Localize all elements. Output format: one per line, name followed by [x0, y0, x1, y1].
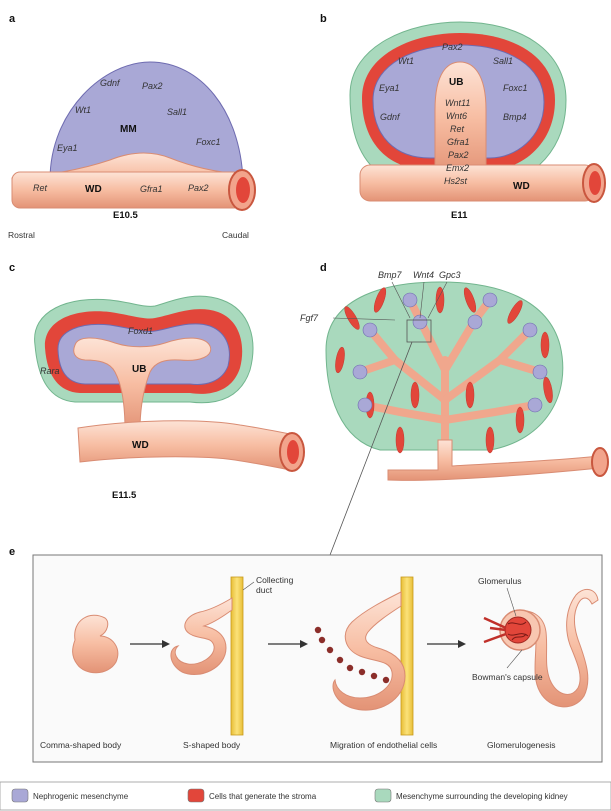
wd-label: WD [132, 440, 149, 451]
nephrogenic-cap [528, 398, 542, 412]
gene-label: Eya1 [57, 143, 78, 153]
gene-label: Pax2 [188, 183, 209, 193]
endothelial-cell [315, 627, 321, 633]
gene-label: Hs2st [444, 176, 468, 186]
gene-label: Gdnf [380, 112, 401, 122]
gene-label: Bmp4 [503, 112, 527, 122]
stage-caption: Migration of endothelial cells [330, 740, 437, 750]
gene-label: Ret [33, 183, 48, 193]
gene-label: Bmp7 [378, 270, 403, 280]
endothelial-cell [383, 677, 389, 683]
panel-e: e Collecting duct Glomerulus [9, 546, 602, 762]
legend-label: Cells that generate the stroma [209, 792, 317, 801]
stroma-cell [486, 427, 494, 453]
panel-e-letter: e [9, 546, 15, 558]
endothelial-cell [347, 665, 353, 671]
stage-label: E10.5 [113, 210, 139, 221]
gene-label: Foxc1 [196, 137, 221, 147]
gene-label: Wt1 [75, 105, 91, 115]
legend-swatch [375, 789, 391, 802]
wd-label: WD [85, 184, 102, 195]
gene-label: Pax2 [142, 81, 163, 91]
endothelial-cell [359, 669, 365, 675]
gene-label: Ret [450, 124, 465, 134]
panel-b-letter: b [320, 13, 327, 25]
rostral-label: Rostral [8, 230, 35, 240]
gene-label: Wnt11 [445, 98, 470, 108]
collecting-duct [231, 577, 243, 735]
legend: Nephrogenic mesenchyme Cells that genera… [0, 782, 611, 810]
nephrogenic-cap [483, 293, 497, 307]
gene-label: Fgf7 [300, 313, 319, 323]
glomerulus-label: Glomerulus [478, 576, 521, 586]
gene-label: Pax2 [442, 42, 463, 52]
nephrogenic-cap [523, 323, 537, 337]
gene-label: Emx2 [446, 163, 469, 173]
gene-label: Wt1 [398, 56, 414, 66]
gene-label: Sall1 [167, 107, 187, 117]
gene-label: Foxd1 [128, 326, 153, 336]
panel-c: c Foxd1 Rara UB WD E11.5 [9, 262, 304, 501]
panel-e-frame [33, 555, 602, 762]
stage-caption: S-shaped body [183, 740, 241, 750]
panel-d: d Bmp7 Wnt4 Gpc3 Fgf7 [300, 262, 608, 555]
duct-opening [592, 448, 608, 476]
endothelial-cell [371, 673, 377, 679]
legend-swatch [12, 789, 28, 802]
gene-label: Sall1 [493, 56, 513, 66]
ub-label: UB [449, 77, 463, 88]
wolffian-duct-lumen [589, 171, 601, 195]
collecting-duct-label: duct [256, 585, 273, 595]
panel-a: a Gdnf Pax2 Wt1 Sall1 Eya1 Foxc1 MM Ret … [8, 13, 255, 240]
legend-swatch [188, 789, 204, 802]
mm-label: MM [120, 124, 137, 135]
stroma-cell [541, 332, 549, 358]
nephrogenic-cap [353, 365, 367, 379]
stroma-cell [516, 407, 524, 433]
nephrogenic-cap [358, 398, 372, 412]
gene-label: Gfra1 [447, 137, 470, 147]
panel-b: b Pax2 Wt1 Sall1 Eya1 Foxc1 Gdnf Bmp4 UB… [320, 13, 605, 221]
wolffian-duct-lumen [287, 440, 299, 464]
stage-caption: Glomerulogenesis [487, 740, 556, 750]
gene-label: Gpc3 [439, 270, 461, 280]
wolffian-duct-lumen [236, 177, 250, 203]
gene-label: Gfra1 [140, 184, 163, 194]
legend-label: Nephrogenic mesenchyme [33, 792, 129, 801]
collecting-duct-label: Collecting [256, 575, 294, 585]
stroma-cell [466, 382, 474, 408]
gene-label: Foxc1 [503, 83, 528, 93]
gene-label: Eya1 [379, 83, 400, 93]
stage-label: E11 [451, 210, 468, 221]
nephrogenic-cap [363, 323, 377, 337]
legend-label: Mesenchyme surrounding the developing ki… [396, 792, 568, 801]
stage-label: E11.5 [112, 490, 137, 501]
endothelial-cell [319, 637, 325, 643]
stroma-cell [396, 427, 404, 453]
gene-label: Wnt4 [413, 270, 434, 280]
gene-label: Wnt6 [446, 111, 467, 121]
nephrogenic-cap [403, 293, 417, 307]
stroma-cell [411, 382, 419, 408]
nephrogenic-cap [468, 315, 482, 329]
collecting-duct [401, 577, 413, 735]
bowmans-capsule-label: Bowman's capsule [472, 672, 543, 682]
wolffian-duct [360, 165, 595, 201]
wolffian-duct [78, 421, 295, 470]
wd-label: WD [513, 181, 530, 192]
panel-d-letter: d [320, 262, 327, 274]
panel-c-letter: c [9, 262, 15, 274]
gene-label: Rara [40, 366, 60, 376]
ub-label: UB [132, 364, 146, 375]
caudal-label: Caudal [222, 230, 249, 240]
glomerulus [505, 617, 531, 643]
endothelial-cell [337, 657, 343, 663]
gene-label: Gdnf [100, 78, 121, 88]
stage-caption: Comma-shaped body [40, 740, 122, 750]
gene-label: Pax2 [448, 150, 469, 160]
panel-a-letter: a [9, 13, 16, 25]
endothelial-cell [327, 647, 333, 653]
nephrogenic-cap [533, 365, 547, 379]
